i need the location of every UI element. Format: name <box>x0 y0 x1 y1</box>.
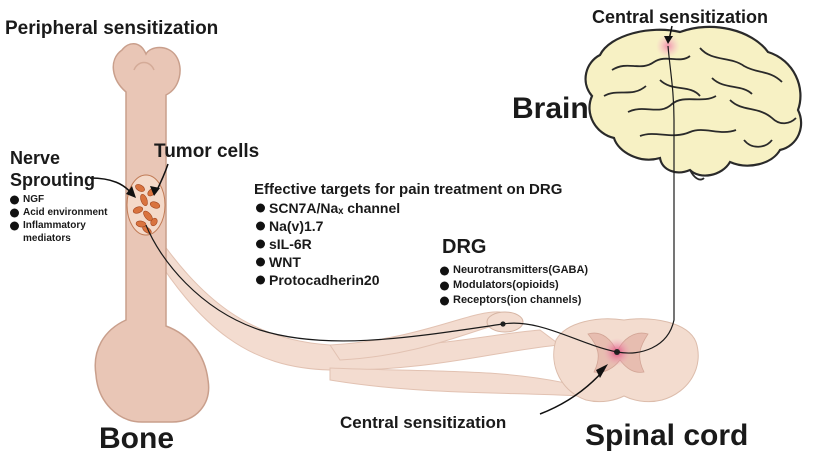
nerve-factor-item: NGF <box>10 193 107 206</box>
targets-title: Effective targets for pain treatment on … <box>254 181 563 198</box>
nerve-fiber-bundle <box>144 223 582 397</box>
arrowheads <box>126 36 673 378</box>
sprouting-label: Sprouting <box>10 170 95 190</box>
drg-ganglion <box>486 311 524 333</box>
drg-factor-item: Receptors(ion channels) <box>440 293 588 308</box>
brain-illustration <box>584 25 803 181</box>
target-item: sIL-6R <box>256 235 400 253</box>
nerve-factors-list: NGF Acid environment Inflammatory mediat… <box>10 193 107 245</box>
bone-label: Bone <box>99 422 174 455</box>
spinal-cord-label: Spinal cord <box>585 419 749 452</box>
target-item: SCN7A/Naₓ channel <box>256 199 400 217</box>
tumor-cells-label: Tumor cells <box>154 141 260 162</box>
drg-factor-item: Modulators(opioids) <box>440 278 588 293</box>
target-item: Na(v)1.7 <box>256 217 400 235</box>
target-item: Protocadherin20 <box>256 271 400 289</box>
nerve-factor-item: Acid environment <box>10 206 107 219</box>
nerve-factor-item-continuation: mediators <box>23 233 71 244</box>
drg-factors-list: Neurotransmitters(GABA) Modulators(opioi… <box>440 263 588 308</box>
target-item: WNT <box>256 253 400 271</box>
pain-pathway-line <box>145 45 675 354</box>
nerve-factor-item: Inflammatory <box>10 219 107 232</box>
spinal-cord-illustration <box>553 318 699 403</box>
central-sensitization-bottom-label: Central sensitization <box>340 413 507 432</box>
nerve-label: Nerve <box>10 148 61 168</box>
brain-label: Brain <box>512 92 589 125</box>
drg-label: DRG <box>442 236 487 258</box>
drg-factor-item: Neurotransmitters(GABA) <box>440 263 588 278</box>
central-sensitization-top-label: Central sensitization <box>592 7 769 27</box>
targets-list: SCN7A/Naₓ channel Na(v)1.7 sIL-6R WNT Pr… <box>256 199 400 289</box>
peripheral-sensitization-label: Peripheral sensitization <box>5 18 219 39</box>
